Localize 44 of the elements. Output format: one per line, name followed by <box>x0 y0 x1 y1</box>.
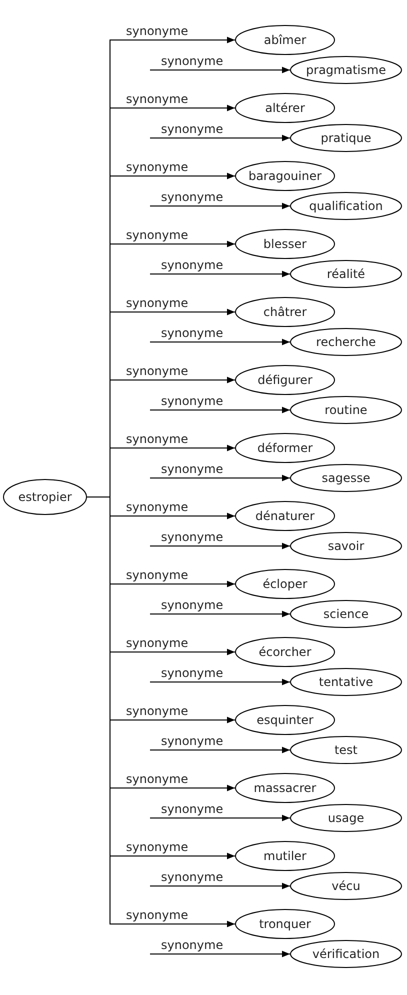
arrow <box>150 66 290 74</box>
node-label: routine <box>324 403 368 417</box>
node-label: usage <box>328 811 364 825</box>
node-label: abîmer <box>264 33 306 47</box>
node-label: déformer <box>257 441 313 455</box>
arrow <box>150 678 290 686</box>
node-label: recherche <box>316 335 376 349</box>
arrow <box>150 406 290 414</box>
node-label: tronquer <box>259 917 311 931</box>
node-label: blesser <box>263 237 307 251</box>
arrow <box>150 202 290 210</box>
node-label: massacrer <box>254 781 316 795</box>
node-label: pratique <box>320 131 372 145</box>
node-label: réalité <box>326 267 366 281</box>
arrow <box>150 542 290 550</box>
node-label: altérer <box>265 101 305 115</box>
node-label: science <box>323 607 369 621</box>
node-label: estropier <box>18 490 72 504</box>
node-label: châtrer <box>263 305 307 319</box>
node-label: dénaturer <box>255 509 315 523</box>
node-label: esquinter <box>256 713 314 727</box>
node-label: défigurer <box>258 373 312 387</box>
arrow <box>150 134 290 142</box>
node-label: vécu <box>332 879 360 893</box>
arrow <box>150 270 290 278</box>
arrow <box>150 950 290 958</box>
node-label: tentative <box>318 675 374 689</box>
node-label: écloper <box>262 577 308 591</box>
arrow <box>150 610 290 618</box>
node-label: qualification <box>309 199 383 213</box>
node-label: sagesse <box>322 471 370 485</box>
arrow <box>150 882 290 890</box>
node-label: vérification <box>312 947 380 961</box>
node-label: mutiler <box>264 849 306 863</box>
arrow <box>150 814 290 822</box>
node-label: écorcher <box>258 645 312 659</box>
node-label: test <box>334 743 358 757</box>
node-label: savoir <box>328 539 364 553</box>
arrow <box>150 474 290 482</box>
node-label: pragmatisme <box>306 63 386 77</box>
arrow <box>86 496 236 928</box>
node-label: baragouiner <box>248 169 322 183</box>
arrow <box>150 338 290 346</box>
arrow <box>150 746 290 754</box>
